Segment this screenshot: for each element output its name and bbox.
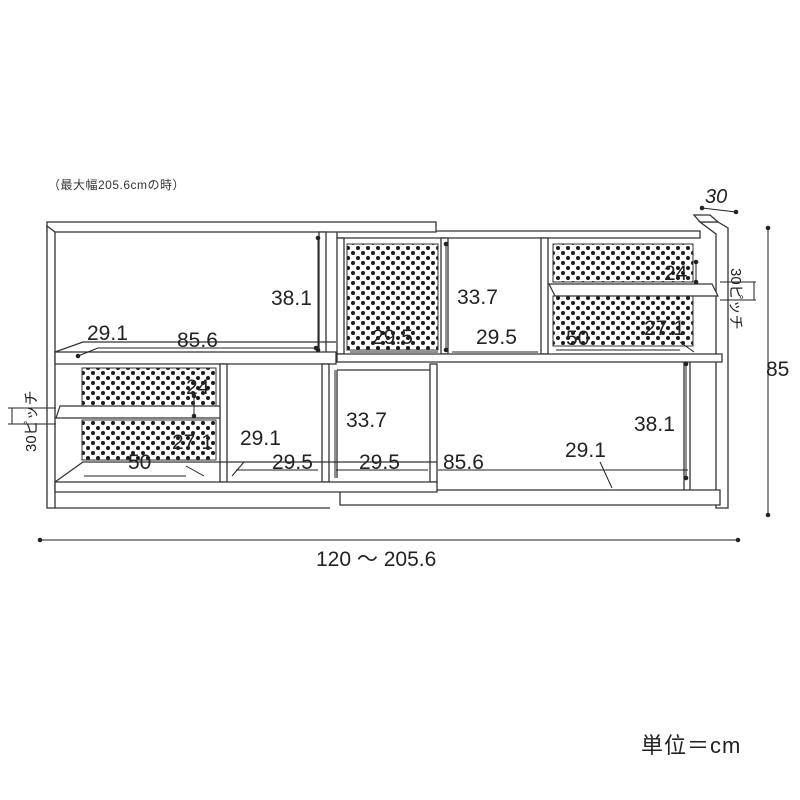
front-unit: [46, 221, 438, 509]
lower-open-height-label: 38.1: [634, 413, 675, 436]
back-unit: [336, 214, 729, 509]
upper-cube-height-label: 33.7: [457, 286, 498, 309]
upper-basket-height-label: 24: [664, 262, 688, 285]
lower-cube-width-b-label: 29.5: [359, 451, 400, 474]
dimension-labels: 30 85 120 ～ 205.6 38.1 29.1 85.6 33.7 29…: [23, 186, 789, 571]
lower-pitch-label: 30ピッチ: [23, 390, 40, 452]
pitch-shelf-upper: [548, 283, 719, 297]
height-label: 85: [766, 358, 789, 381]
lower-basket-width-label: 50: [128, 451, 151, 474]
lower-cube-height-label: 33.7: [346, 409, 387, 432]
lower-cube-depth-label: 29.1: [240, 427, 281, 450]
width-range-label: 120 ～ 205.6: [316, 548, 436, 571]
lower-cube-width-a-label: 29.5: [272, 451, 313, 474]
upper-basket-depth-label: 27.1: [644, 317, 685, 340]
pitch-shelf-lower: [55, 405, 221, 419]
basket-upper-right-top: [552, 243, 694, 283]
max-width-note: （最大幅205.6cmの時）: [48, 178, 186, 192]
upper-basket-width-label: 50: [566, 327, 589, 350]
basket-upper-left: [346, 243, 439, 351]
upper-pitch-label: 30ピッチ: [727, 268, 744, 330]
upper-cube-width-b-label: 29.5: [476, 326, 517, 349]
upper-shelf-width-label: 85.6: [177, 329, 218, 352]
unit-label: 単位＝cm: [641, 733, 742, 758]
lower-shelf-width-label: 85.6: [443, 451, 484, 474]
dimension-lines: [8, 205, 771, 543]
lower-shelf-depth-label: 29.1: [565, 439, 606, 462]
basket-lower-left-bottom: [81, 419, 217, 461]
lower-basket-height-label: 24: [186, 376, 210, 399]
upper-open-height-label: 38.1: [271, 287, 312, 310]
depth-label: 30: [705, 186, 727, 208]
upper-cube-width-a-label: 29.5: [372, 326, 413, 349]
upper-shelf-depth-label: 29.1: [87, 322, 128, 345]
lower-basket-depth-label: 27.1: [172, 431, 213, 454]
